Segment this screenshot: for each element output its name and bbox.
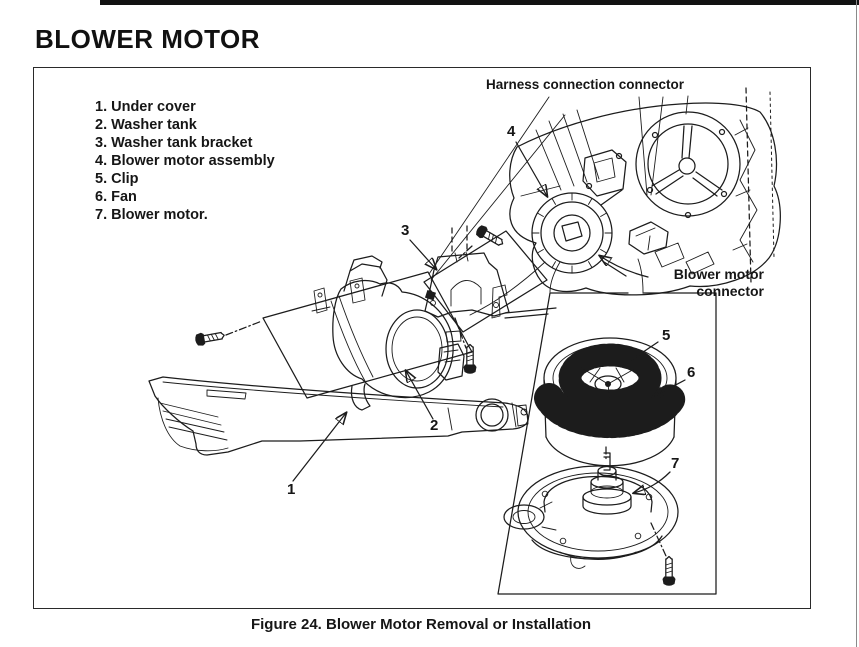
figure-caption: Figure 24. Blower Motor Removal or Insta… [250, 616, 592, 633]
callout-7: 7 [671, 455, 680, 472]
page-edge-line [856, 0, 857, 647]
parts-list-item: 1. Under cover [95, 99, 196, 115]
parts-list-item: 4. Blower motor assembly [95, 153, 275, 169]
parts-list: 1. Under cover 2. Washer tank 3. Washer … [95, 98, 275, 224]
callout-4: 4 [507, 123, 516, 140]
callout-1: 1 [287, 481, 296, 498]
callout-3: 3 [401, 222, 410, 239]
parts-list-item: 3. Washer tank bracket [95, 135, 253, 151]
harness-connector-label: Harness connection connector [486, 77, 685, 92]
parts-list-item: 2. Washer tank [95, 117, 197, 133]
parts-list-item: 7. Blower motor. [95, 207, 208, 223]
callout-5: 5 [662, 327, 671, 344]
blower-motor-connector-label: Blower motor connector [673, 266, 764, 299]
callout-6: 6 [687, 364, 696, 381]
parts-list-item: 6. Fan [95, 189, 137, 205]
parts-list-item: 5. Clip [95, 171, 139, 187]
page-top-rule [100, 0, 859, 5]
page-title: BLOWER MOTOR [35, 24, 261, 54]
callout-2: 2 [430, 417, 439, 434]
figure-frame [33, 67, 811, 609]
